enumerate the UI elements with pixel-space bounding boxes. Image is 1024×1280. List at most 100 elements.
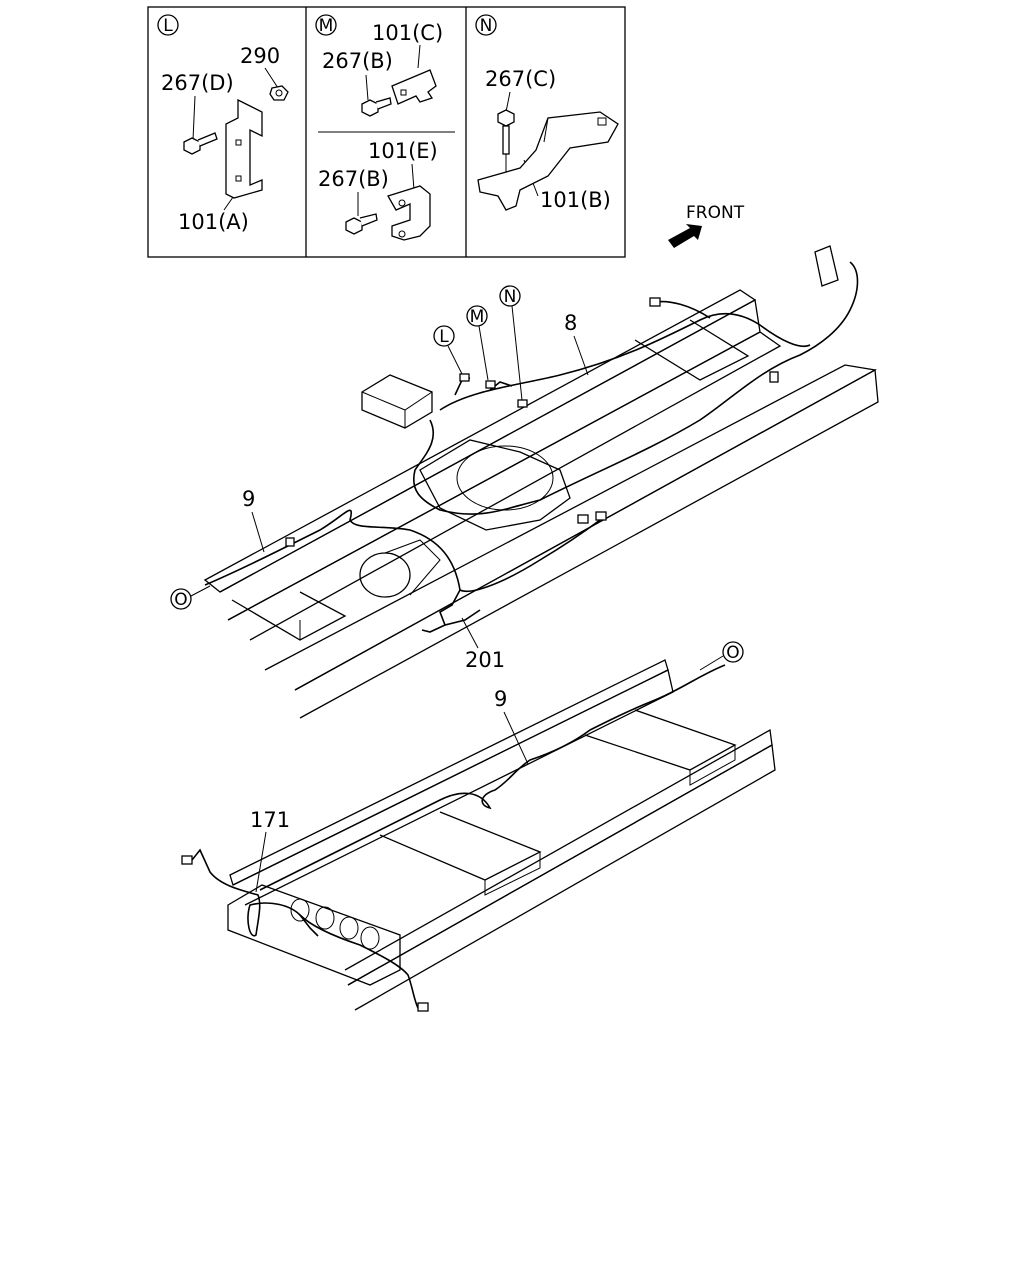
callout-201: 201 <box>465 648 505 672</box>
callout-m: M <box>470 307 485 327</box>
leader-callout-171 <box>255 831 267 893</box>
lower-right-rail-web <box>347 743 776 1011</box>
label-267d: 267(D) <box>161 71 234 95</box>
harness-9-lower <box>259 664 726 891</box>
leader-callout-9-lower <box>503 711 529 765</box>
lamp-hole-2 <box>315 906 335 930</box>
leader-callout-o-left <box>190 585 211 597</box>
upper-chassis <box>203 245 879 719</box>
clip-m <box>485 380 496 389</box>
bolt-267b-top-shank <box>375 97 392 110</box>
callout-l-circle <box>433 325 455 347</box>
bolt-267c-head <box>497 109 515 127</box>
leader-callout-n <box>511 305 523 401</box>
front-indicator: FRONT <box>668 203 745 248</box>
bolt-267b-bottom-shank <box>359 213 378 227</box>
lamp-hole-1 <box>290 898 310 922</box>
leader-267b-top <box>365 74 369 101</box>
upper-callouts: L M N 8 9 O 201 <box>170 285 589 672</box>
label-101e: 101(E) <box>368 139 438 163</box>
bolt-267c-shank <box>502 125 510 155</box>
lower-crossmember-1 <box>379 811 542 881</box>
front-label: FRONT <box>686 203 745 223</box>
harness-9-upper <box>204 509 601 592</box>
callout-8: 8 <box>564 311 577 335</box>
inset-n: N 267(C) 101(B) <box>475 14 619 212</box>
lower-left-rail-web <box>232 669 674 906</box>
bolt-267d-shank <box>197 132 218 147</box>
bracket-101c <box>391 69 437 105</box>
leader-callout-o-right <box>699 655 724 671</box>
label-101c: 101(C) <box>372 21 443 45</box>
leader-290 <box>264 67 279 89</box>
callout-n: N <box>504 287 517 307</box>
bracket-101e-hole-2 <box>398 230 406 238</box>
connector-171-left <box>181 855 193 865</box>
callout-o-right-circle <box>722 641 744 663</box>
inset-m: M 101(C) 267(B) 101(E) 267(B) <box>315 14 443 241</box>
crossmember-front <box>634 319 750 381</box>
callout-n-circle <box>499 285 521 307</box>
bracket-101b-fold <box>543 117 549 143</box>
inset-l: L 290 267(D) 101(A) <box>157 14 289 234</box>
bracket-101e-hole-1 <box>398 199 406 207</box>
leader-callout-201 <box>461 617 479 649</box>
harness-171-branch <box>299 914 319 937</box>
inset-n-tag: N <box>480 16 493 36</box>
bracket-101e <box>387 185 431 241</box>
lower-chassis <box>181 659 776 1012</box>
label-267c: 267(C) <box>485 67 556 91</box>
spare-drum-side <box>384 539 441 596</box>
leader-101e <box>411 163 415 191</box>
connector-right-a <box>577 514 589 524</box>
harness-8-branch-front <box>654 300 711 319</box>
inset-l-tag-circle <box>157 14 179 36</box>
inset-frame <box>147 6 626 258</box>
leader-101c <box>417 44 421 69</box>
bracket-101c-hole <box>400 89 407 96</box>
callout-o-left-circle <box>170 588 192 610</box>
callout-o-right: O <box>726 643 739 663</box>
crossmember-1 <box>231 591 347 641</box>
lower-crossmember-2 <box>584 709 737 771</box>
harness-201-branch <box>439 589 481 626</box>
clip-l <box>459 373 470 382</box>
label-267b-bottom: 267(B) <box>318 167 389 191</box>
harness-8-upper <box>439 312 811 411</box>
label-101a: 101(A) <box>178 210 249 234</box>
callout-9-upper: 9 <box>242 487 255 511</box>
battery-box <box>361 374 433 429</box>
connector-front <box>769 371 779 383</box>
connector-top <box>649 297 661 307</box>
inset-panels <box>147 6 626 258</box>
leader-callout-l <box>447 345 463 375</box>
leader-267c <box>505 91 511 113</box>
upper-left-rail-web <box>219 298 761 621</box>
lower-left-rail-top <box>229 659 669 886</box>
harness-171 <box>191 848 419 1009</box>
nut-290 <box>269 85 289 101</box>
rear-connector-bracket <box>814 245 839 287</box>
connector-right-b <box>595 511 607 521</box>
harness-201-lead <box>421 624 446 633</box>
lamp-hole-4 <box>360 926 380 950</box>
callout-o-left: O <box>174 590 187 610</box>
inset-l-tag: L <box>163 16 173 36</box>
bracket-101b <box>477 111 619 211</box>
bolt-267b-bottom-head <box>345 217 363 235</box>
upper-left-rail-flange <box>227 331 782 641</box>
harness-8-main <box>413 261 859 515</box>
inset-n-tag-circle <box>475 14 497 36</box>
bolt-267d-head <box>183 137 201 155</box>
lower-crossmember-2-side <box>689 745 736 786</box>
label-290: 290 <box>240 44 280 68</box>
inset-m-tag: M <box>319 16 334 36</box>
bracket-101a-hole-2 <box>235 175 242 182</box>
fuel-tank <box>419 439 571 531</box>
callout-m-circle <box>466 305 488 327</box>
lower-crossmember-1-side <box>484 852 541 896</box>
bolt-267b-top-head <box>361 99 379 117</box>
lamp-hole-3 <box>339 916 359 940</box>
connector-left <box>285 537 295 547</box>
